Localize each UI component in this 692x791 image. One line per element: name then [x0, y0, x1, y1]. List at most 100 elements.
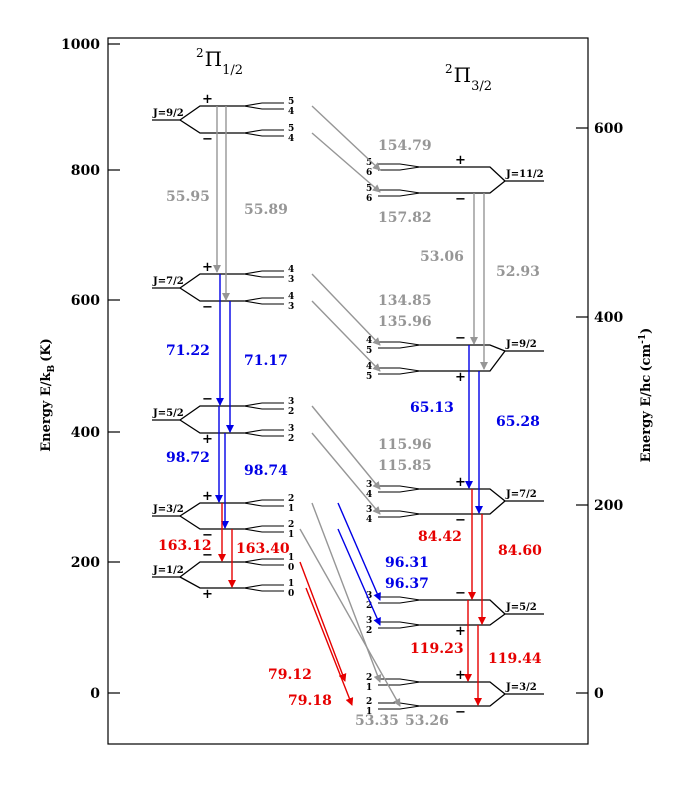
- hyperfine-level: [243, 558, 284, 563]
- hyperfine-level: [243, 300, 284, 305]
- hyperfine-level: [243, 402, 284, 407]
- parity-level-upper: [179, 105, 244, 121]
- transition-value: 163.12: [158, 538, 212, 554]
- transition-value: 134.85: [378, 293, 432, 309]
- hyperfine-level: [243, 561, 284, 566]
- transition-value: 157.82: [378, 210, 432, 226]
- hyperfine-f-label: 1: [288, 530, 294, 540]
- hyperfine-level: [378, 681, 421, 686]
- parity-label: +: [455, 370, 466, 385]
- transition-arrow: [337, 502, 381, 601]
- hyperfine-level: [378, 599, 421, 604]
- j-label: J=3/2: [505, 682, 537, 693]
- parity-level-lower: [179, 119, 244, 134]
- parity-level-lower: [179, 419, 244, 434]
- hyperfine-f-label: 2: [366, 673, 372, 683]
- parity-label: −: [455, 331, 466, 346]
- hyperfine-f-label: 3: [288, 302, 294, 312]
- j-label: J=3/2: [152, 504, 184, 515]
- hyperfine-level: [243, 132, 284, 137]
- parity-level-upper: [420, 166, 506, 182]
- hyperfine-f-label: 1: [288, 579, 294, 589]
- parity-level-upper: [179, 405, 244, 421]
- parity-level-lower: [420, 693, 506, 707]
- transition-value: 98.72: [166, 450, 210, 466]
- transition-arrow: [299, 528, 401, 707]
- hyperfine-f-label: 0: [288, 589, 294, 599]
- transition-value: 84.42: [418, 529, 462, 545]
- transition-value: 154.79: [378, 138, 432, 154]
- left-axis-title: Energy E/kB(K): [39, 338, 57, 452]
- parity-label: −: [455, 513, 466, 528]
- hyperfine-f-label: 5: [288, 97, 294, 107]
- parity-level-upper: [420, 344, 506, 352]
- hyperfine-f-label: 3: [366, 591, 372, 601]
- transition-value: 65.13: [410, 400, 454, 416]
- hyperfine-level: [243, 584, 284, 589]
- transition-value: 115.96: [378, 437, 432, 453]
- hyperfine-f-label: 2: [288, 407, 294, 417]
- hyperfine-level: [243, 129, 284, 134]
- transition-value: 119.44: [488, 651, 542, 667]
- hyperfine-f-label: 2: [288, 520, 294, 530]
- hyperfine-f-label: 4: [288, 292, 294, 302]
- hyperfine-level: [243, 273, 284, 278]
- j-label: J=9/2: [505, 339, 537, 350]
- parity-label: −: [202, 528, 213, 543]
- parity-level-upper: [179, 502, 244, 517]
- parity-label: +: [202, 92, 213, 107]
- transition-value: 71.17: [244, 353, 288, 369]
- hyperfine-f-label: 2: [366, 626, 372, 636]
- parity-label: +: [202, 489, 213, 504]
- hyperfine-level: [378, 513, 421, 518]
- hyperfine-f-label: 1: [366, 707, 372, 717]
- hyperfine-level: [378, 510, 421, 515]
- parity-label: −: [202, 392, 213, 407]
- parity-label: −: [202, 300, 213, 315]
- hyperfine-f-label: 4: [366, 336, 372, 346]
- transition-value: 119.23: [410, 641, 464, 657]
- hyperfine-level: [378, 367, 421, 372]
- parity-level-upper: [179, 561, 244, 578]
- hyperfine-f-label: 3: [366, 480, 372, 490]
- transition-arrows: [213, 105, 488, 707]
- transition-arrow: [311, 132, 381, 193]
- right-axis: 600 400 200 0: [576, 121, 623, 702]
- hyperfine-level: [378, 370, 421, 375]
- hyperfine-f-label: 4: [288, 134, 294, 144]
- right-axis-title: Energy E/hc(cm-1): [638, 328, 654, 463]
- hyperfine-level: [243, 432, 284, 437]
- transition-value: 71.22: [166, 343, 210, 359]
- left-tick-label: 0: [90, 686, 100, 702]
- transition-arrow: [311, 273, 381, 346]
- parity-level-lower: [179, 576, 244, 589]
- hyperfine-f-label: 2: [366, 697, 372, 707]
- hyperfine-f-label: 6: [366, 168, 372, 178]
- hyperfine-level: [243, 587, 284, 592]
- hyperfine-level: [243, 105, 284, 110]
- parity-label: +: [202, 432, 213, 447]
- hyperfine-level: [243, 270, 284, 275]
- transition-arrow: [311, 502, 382, 683]
- left-tick-label: 400: [71, 425, 100, 441]
- transition-labels: 55.9555.8953.0652.93154.79157.82134.8513…: [158, 138, 542, 729]
- j-label: J=5/2: [152, 408, 184, 419]
- transition-value: 53.26: [405, 713, 449, 729]
- parity-label: −: [202, 548, 213, 563]
- hyperfine-f-label: 2: [366, 601, 372, 611]
- transition-value: 79.12: [268, 667, 312, 683]
- hyperfine-f-label: 1: [366, 683, 372, 693]
- right-tick-label: 400: [594, 310, 623, 326]
- hyperfine-level: [378, 192, 421, 197]
- parity-level-lower: [420, 180, 506, 194]
- energy-levels: J=9/2+−5454J=7/2+−4343J=5/2−+3232J=3/2+−…: [152, 92, 544, 720]
- transition-arrow: [311, 405, 381, 490]
